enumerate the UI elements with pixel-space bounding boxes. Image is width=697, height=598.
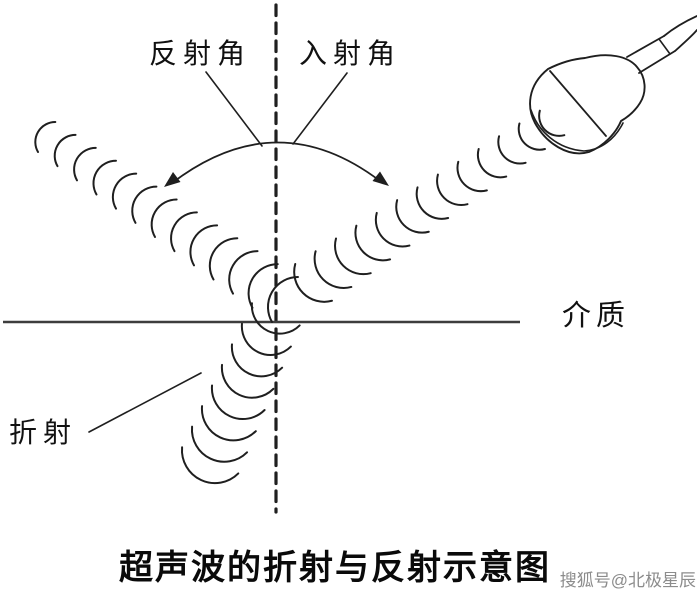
probe-cable (663, 15, 697, 52)
wavefront-arc (170, 211, 198, 253)
wavefront-arc (395, 199, 430, 234)
probe-body-outline (529, 54, 646, 155)
caption-title: 超声波的折射与反射示意图 (119, 550, 551, 587)
wavefront-arc (415, 186, 450, 220)
wavefront-arc (267, 276, 299, 323)
wavefront-arc (210, 384, 266, 420)
wavefront-arc (189, 224, 219, 267)
refraction-label: 折射 (9, 418, 78, 449)
arrowhead-left-icon (164, 172, 181, 187)
wavefront-arc (208, 237, 239, 281)
wavefront-arc (240, 322, 292, 356)
probe-face-inner-line (530, 109, 624, 152)
wavefront-arc (293, 263, 333, 303)
watermark: 搜狐号@北极星辰 (559, 571, 696, 590)
wavefront-arc (334, 237, 372, 276)
incidence-label-pointer-line (292, 72, 348, 145)
wavefront-arc (456, 160, 488, 193)
angle-arc-arrow (164, 141, 389, 187)
refracted-wavefronts (181, 302, 301, 485)
reflected-wavefronts (34, 121, 299, 323)
wavefront-arc (230, 343, 284, 378)
angle-arc (171, 141, 381, 184)
wavefront-arc (200, 405, 257, 442)
incidence-angle-label: 入射角 (299, 39, 402, 70)
reflection-angle-label: 反射角 (149, 39, 252, 70)
wavefront-arc (53, 133, 77, 168)
wavefront-arc (313, 250, 353, 289)
wavefront-arc (354, 224, 392, 262)
wavefront-arc (181, 446, 240, 485)
wavefront-arc (131, 185, 158, 224)
wavefront-arc (220, 363, 275, 399)
wavefront-arc (476, 148, 508, 179)
wavefront-arc (374, 211, 411, 248)
ultrasound-probe-icon (529, 15, 697, 155)
wavefront-arc (73, 146, 97, 182)
wavefront-arc (191, 425, 249, 463)
wavefront-arc (150, 198, 178, 238)
wavefront-arc (250, 302, 301, 335)
refraction-label-pointer-line (88, 372, 202, 433)
wavefront-arc (538, 109, 566, 137)
wavefront-arc (247, 263, 279, 309)
wavefront-arc (92, 159, 117, 196)
probe-neck (626, 35, 676, 74)
wavefront-arc (34, 121, 57, 153)
wavefront-arc (436, 173, 469, 206)
medium-label: 介质 (562, 300, 631, 332)
wavefront-arc (228, 250, 259, 295)
incident-wavefronts (293, 109, 566, 303)
wavefront-arc (497, 135, 527, 165)
wavefront-arc (111, 172, 138, 210)
probe-divider-line (549, 70, 607, 137)
reflection-label-pointer-line (205, 71, 263, 147)
arrowhead-right-icon (372, 171, 389, 186)
wavefront-arc (517, 122, 546, 151)
